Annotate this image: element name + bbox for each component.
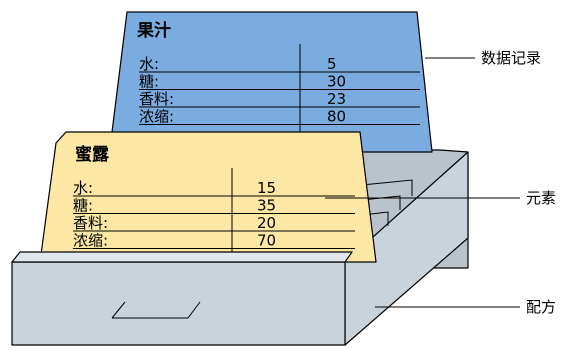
drawer-divider-2 — [361, 195, 401, 210]
front-card: 蜜露 水: 15 糖: 35 香料: 20 浓缩: 70 — [39, 131, 377, 263]
front-card-title: 蜜露 — [75, 144, 110, 165]
front-card-row-value: 15 — [257, 179, 276, 197]
callout-label-element: 元素 — [526, 189, 556, 207]
drawer-divider-1 — [361, 179, 413, 196]
drawer-front-panel — [11, 261, 346, 346]
back-card-row-label: 糖: — [139, 73, 159, 91]
back-card-row-label: 浓缩: — [139, 108, 174, 126]
front-card-row-value: 20 — [257, 214, 276, 232]
back-card-row-value: 23 — [327, 90, 346, 108]
back-card-row-value: 5 — [327, 55, 337, 73]
drawer-top-rim — [11, 251, 353, 263]
front-card-rows: 水: 15 糖: 35 香料: 20 浓缩: 70 — [73, 179, 355, 250]
front-card-row-label: 水: — [73, 179, 93, 197]
callout-label-recipe: 配方 — [526, 298, 556, 316]
back-card-row-label: 香料: — [139, 90, 174, 108]
back-card-title: 果汁 — [137, 20, 171, 41]
back-card: 果汁 水: 5 糖: 30 香料: 23 浓缩: 80 — [111, 11, 433, 153]
front-card-row-value: 70 — [257, 232, 276, 250]
front-card-row-label: 糖: — [73, 197, 93, 215]
back-card-rows: 水: 5 糖: 30 香料: 23 浓缩: 80 — [139, 55, 420, 126]
back-card-row-value: 80 — [327, 108, 346, 126]
front-card-row-label: 香料: — [73, 214, 108, 232]
front-card-row-value: 35 — [257, 197, 276, 215]
drawer-handle — [111, 301, 201, 319]
back-card-row-label: 水: — [139, 55, 159, 73]
front-card-row-label: 浓缩: — [73, 232, 108, 250]
callout-label-record: 数据记录 — [481, 49, 541, 67]
back-card-row-value: 30 — [327, 73, 346, 91]
